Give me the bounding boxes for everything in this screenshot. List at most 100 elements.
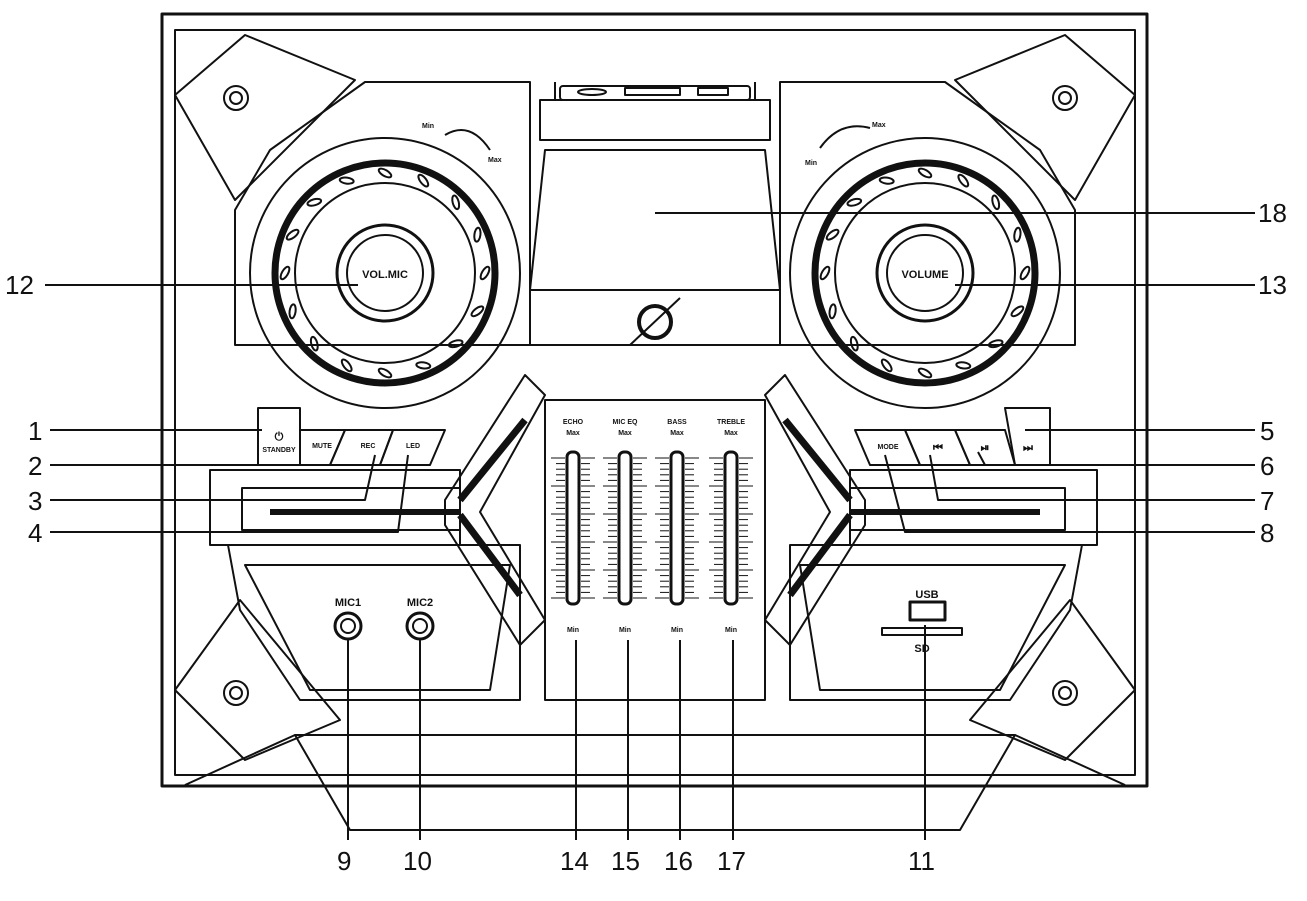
null-symbol [629,297,681,346]
screw-bottom-right [1052,680,1078,706]
slider-label-label: TREBLE [717,419,745,426]
knob-grip-mark [417,173,430,188]
left-knob-panel [234,81,531,346]
usb-label: USB [915,589,938,601]
slider-track[interactable] [617,450,633,606]
left-dial-max: Max [488,157,502,164]
left-knob [249,137,521,409]
power-icon: ⏻ [275,430,284,443]
mic1-jack [333,611,363,641]
slider-min-label: Min [725,627,737,634]
top-vent [539,99,771,141]
right-mid-band [849,469,1098,546]
corner-bracket-bottom-right [969,599,1136,761]
next-track-icon: ⏭ [1023,442,1033,454]
right-knob [789,137,1061,409]
callout-1: 1 [28,416,43,446]
slider-track[interactable] [565,450,581,606]
knob-grip-mark [955,361,972,370]
callout-13: 13 [1258,270,1287,300]
display-window [529,149,781,291]
slider-label-label: MIC EQ [613,419,638,426]
callout-5: 5 [1260,416,1275,446]
knob-grip-mark [878,176,895,185]
knob-grip-mark [819,265,831,281]
callout-3: 3 [28,486,43,516]
sd-slot [881,627,963,636]
knob-grip-mark [377,367,393,379]
knob-grip-mark [451,194,461,211]
knob-grip-mark [415,361,432,370]
left-knob-label: VOL.MIC [362,269,408,281]
corner-bracket-top-right [954,34,1136,201]
top-connector-strip [559,85,751,101]
knob-grip-mark [279,265,291,281]
mute-label: MUTE [312,443,332,450]
slider-track[interactable] [723,450,739,606]
slider-max-label: Max [724,430,738,437]
right-dial-max: Max [872,122,886,129]
left-mid-band [209,469,461,546]
play-pause-icon: ⏯ [981,442,990,454]
callout-8: 8 [1260,518,1275,548]
usb-port [908,600,947,622]
slider-panel [544,399,766,701]
callout-4: 4 [28,518,43,548]
knob-grip-mark [1019,265,1031,281]
slider-min-label: Min [619,627,631,634]
knob-grip-mark [338,176,355,185]
slider-max-label: Max [618,430,632,437]
knob-grip-mark [957,173,970,188]
display-lower-strip [529,289,781,346]
knob-grip-mark [306,197,323,207]
callout-12: 12 [5,270,34,300]
knob-grip-mark [846,197,863,207]
callout-leader-lines [45,212,1255,840]
callout-16: 16 [664,846,693,876]
screw-top-left [223,85,249,111]
slider-2[interactable] [603,450,647,606]
left-dial-min: Min [422,123,434,130]
slider-1[interactable] [551,450,595,606]
sd-label: SD [914,643,929,655]
callout-10: 10 [403,846,432,876]
corner-bracket-bottom-left [174,599,341,761]
prev-track-icon: ⏮ [933,442,943,454]
right-knob-panel [779,81,1076,346]
knob-grip-mark [340,358,353,373]
callout-15: 15 [611,846,640,876]
slider-4[interactable] [709,450,753,606]
knob-grip-mark [288,303,297,320]
knob-grip-mark [285,228,300,241]
knob-grip-mark [479,265,491,281]
knob-grip-mark [377,167,393,179]
right-knob-grip-marks [819,167,1031,379]
slider-3[interactable] [655,450,699,606]
knob-grip-mark [828,303,837,320]
slider-track[interactable] [669,450,685,606]
left-chevron-light [457,417,528,598]
corner-bracket-top-left [174,34,356,201]
knob-grip-mark [309,335,319,352]
callout-6: 6 [1260,451,1275,481]
callout-11: 11 [908,846,935,876]
rec-label: REC [361,443,376,450]
knob-grip-mark [825,228,840,241]
knob-grip-mark [470,305,485,318]
mic2-label: MIC2 [407,597,433,609]
slider-label-label: BASS [667,419,687,426]
inner-frame [174,29,1136,776]
knob-grip-mark [987,339,1004,349]
mic2-jack [405,611,435,641]
screw-top-right [1052,85,1078,111]
mic1-label: MIC1 [335,597,361,609]
led-button-outline [379,429,446,466]
slider-max-label: Max [566,430,580,437]
callout-18: 18 [1258,198,1287,228]
slider-max-label: Max [670,430,684,437]
callout-14: 14 [560,846,589,876]
usb-panel [789,544,1083,701]
knob-grip-mark [473,226,482,243]
